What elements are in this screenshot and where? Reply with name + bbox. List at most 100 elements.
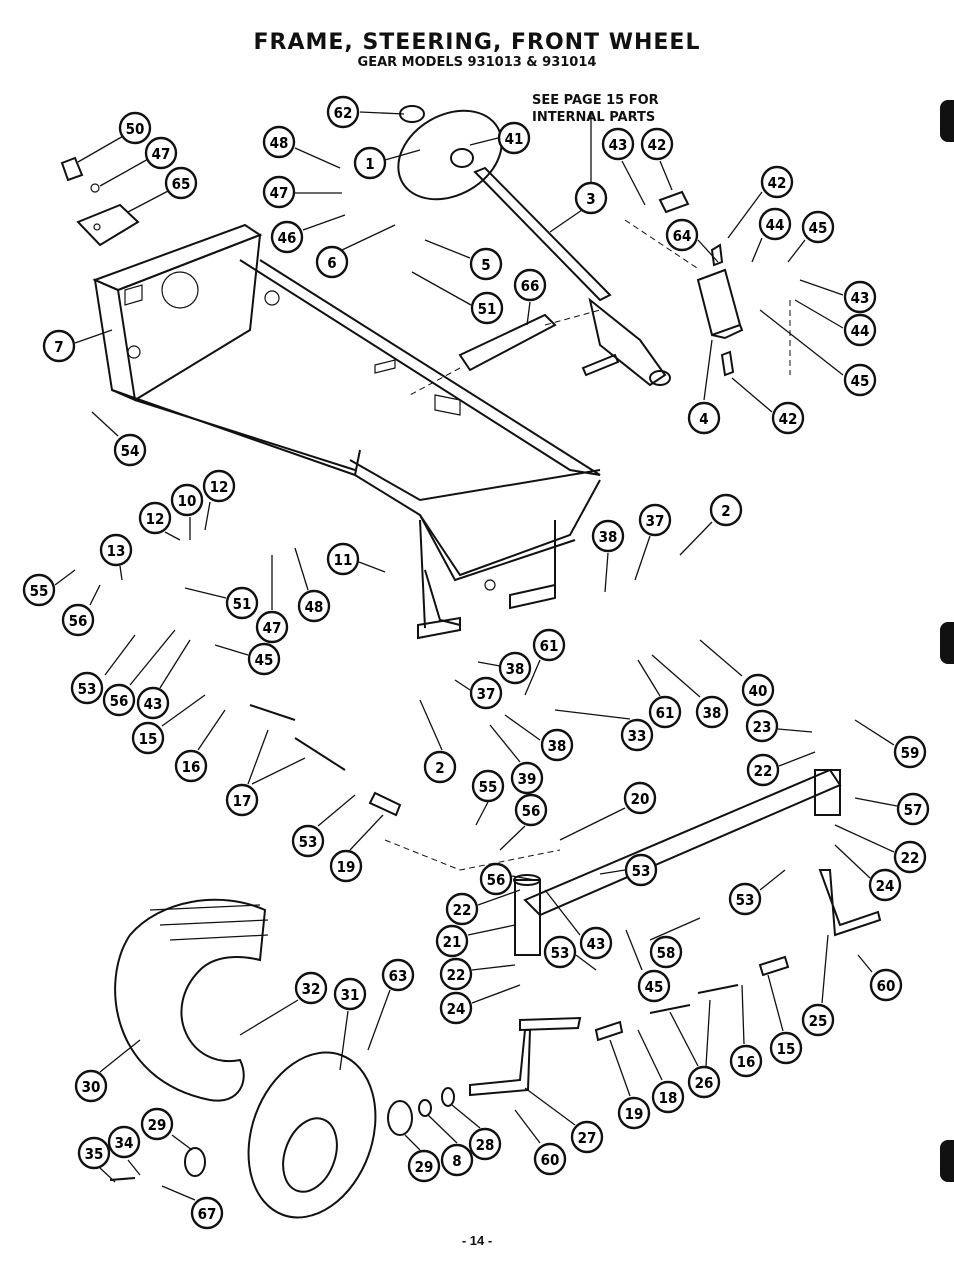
- callout-number: 10: [178, 492, 197, 510]
- part-callout-32: 32: [294, 971, 328, 1005]
- callout-number: 33: [628, 727, 647, 745]
- steering-drawing: [397, 105, 671, 396]
- part-callout-29: 29: [140, 1107, 174, 1141]
- callout-circle: [353, 146, 387, 180]
- callout-number: 47: [263, 619, 282, 637]
- callout-circle: [591, 519, 625, 553]
- callout-number: 53: [736, 891, 755, 909]
- part-callout-64: 64: [665, 218, 699, 252]
- callout-circle: [262, 175, 296, 209]
- part-callout-47: 47: [255, 610, 289, 644]
- callout-circle: [758, 207, 792, 241]
- callout-circle: [687, 401, 721, 435]
- callout-circle: [164, 166, 198, 200]
- callout-circle: [294, 971, 328, 1005]
- callout-circle: [22, 573, 56, 607]
- callout-number: 53: [299, 833, 318, 851]
- callout-number: 37: [646, 512, 665, 530]
- callout-circle: [70, 671, 104, 705]
- part-callout-58: 58: [649, 935, 683, 969]
- callout-circle: [574, 181, 608, 215]
- part-callout-22: 22: [439, 957, 473, 991]
- callout-circle: [42, 329, 76, 363]
- callout-number: 61: [540, 637, 559, 655]
- callout-circle: [170, 483, 204, 517]
- callout-circle: [869, 968, 903, 1002]
- callout-number: 59: [901, 744, 920, 762]
- callout-number: 54: [121, 442, 140, 460]
- callout-number: 20: [631, 790, 650, 808]
- part-callout-56: 56: [514, 793, 548, 827]
- part-callout-42: 42: [771, 401, 805, 435]
- callout-circle: [225, 783, 259, 817]
- part-callout-43: 43: [601, 127, 635, 161]
- callout-circle: [665, 218, 699, 252]
- callout-number: 56: [110, 692, 129, 710]
- callout-circle: [291, 824, 325, 858]
- callout-circle: [896, 792, 930, 826]
- callout-number: 22: [447, 966, 466, 984]
- part-callout-8: 8: [440, 1143, 474, 1177]
- callout-circle: [843, 280, 877, 314]
- part-callout-61: 61: [532, 628, 566, 662]
- callout-number: 45: [645, 978, 664, 996]
- callout-number: 24: [876, 877, 895, 895]
- callout-circle: [329, 849, 363, 883]
- callout-circle: [623, 781, 657, 815]
- part-callout-53: 53: [728, 882, 762, 916]
- callout-number: 16: [737, 1053, 756, 1071]
- callout-circle: [138, 501, 172, 535]
- callout-number: 13: [107, 542, 126, 560]
- part-callout-56: 56: [479, 862, 513, 896]
- callout-number: 46: [278, 229, 297, 247]
- callout-circle: [407, 1149, 441, 1183]
- part-callout-54: 54: [113, 433, 147, 467]
- callout-circle: [225, 586, 259, 620]
- callout-number: 50: [126, 120, 145, 138]
- callout-number: 8: [452, 1152, 461, 1170]
- part-callout-2: 2: [423, 750, 457, 784]
- part-callout-53: 53: [624, 853, 658, 887]
- callout-number: 45: [809, 219, 828, 237]
- callout-number: 21: [443, 933, 462, 951]
- callout-number: 43: [851, 289, 870, 307]
- binding-mark-top: [940, 100, 954, 142]
- part-callout-48: 48: [297, 589, 331, 623]
- callout-number: 3: [586, 190, 595, 208]
- part-callout-24: 24: [868, 868, 902, 902]
- diagram-subtitle: GEAR MODELS 931013 & 931014: [357, 55, 597, 70]
- callout-number: 48: [270, 134, 289, 152]
- part-callout-43: 43: [136, 686, 170, 720]
- callout-circle: [687, 1065, 721, 1099]
- callout-circle: [99, 533, 133, 567]
- callout-circle: [262, 125, 296, 159]
- callout-number: 47: [152, 145, 171, 163]
- callout-circle: [893, 735, 927, 769]
- callout-number: 48: [305, 598, 324, 616]
- part-callout-20: 20: [623, 781, 657, 815]
- callout-number: 18: [659, 1089, 678, 1107]
- part-callout-34: 34: [107, 1125, 141, 1159]
- callout-number: 56: [69, 612, 88, 630]
- part-callout-23: 23: [745, 709, 779, 743]
- callout-number: 56: [487, 871, 506, 889]
- callout-number: 51: [233, 595, 252, 613]
- callout-circle: [202, 469, 236, 503]
- part-callout-2: 2: [709, 493, 743, 527]
- part-callout-24: 24: [439, 991, 473, 1025]
- tie-rod-drawing: [249, 704, 790, 1042]
- callout-number: 35: [85, 1145, 104, 1163]
- wheel-drawing: [109, 898, 455, 1219]
- callout-number: 16: [182, 758, 201, 776]
- part-callout-66: 66: [513, 268, 547, 302]
- part-callout-47: 47: [262, 175, 296, 209]
- part-callout-22: 22: [893, 840, 927, 874]
- callout-circle: [435, 924, 469, 958]
- part-callout-22: 22: [445, 892, 479, 926]
- callout-number: 53: [551, 944, 570, 962]
- callout-circle: [136, 686, 170, 720]
- callout-number: 22: [754, 762, 773, 780]
- callout-circle: [174, 749, 208, 783]
- callout-circle: [649, 935, 683, 969]
